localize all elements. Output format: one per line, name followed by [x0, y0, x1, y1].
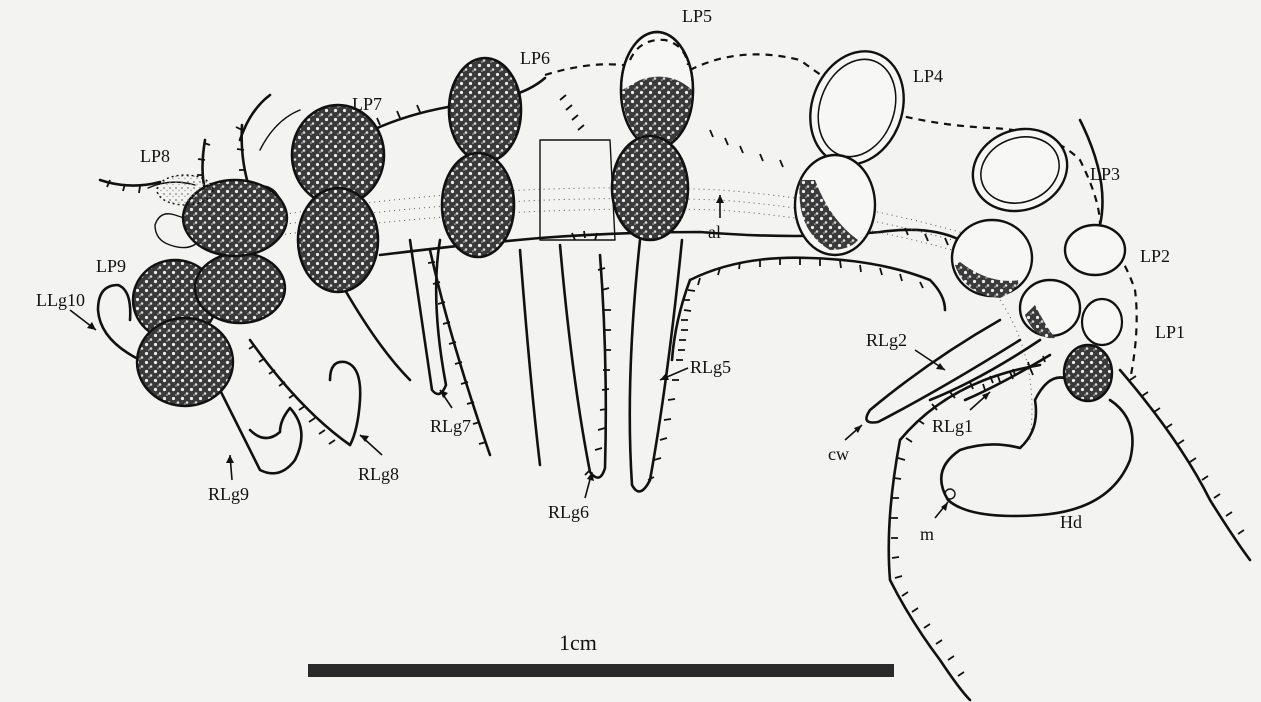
pad-lp6-upper [449, 58, 521, 162]
pad-lp8-small [157, 175, 213, 205]
scale-bar-label: 1cm [559, 630, 597, 655]
pad-lp5-lower [612, 136, 688, 240]
pad-lp9-lower [137, 318, 233, 406]
pad-lp3-upper [961, 116, 1079, 224]
pad-lp2-lower [1020, 280, 1080, 336]
scale-bar: 1cm [308, 630, 894, 677]
label-rlg2: RLg2 [866, 330, 907, 350]
label-cw: cw [828, 444, 849, 464]
pad-lp1-lower [1064, 345, 1112, 401]
pad-lp7-lower [298, 188, 378, 292]
label-rlg7: RLg7 [430, 416, 471, 436]
label-hd: Hd [1060, 512, 1082, 532]
leg-rlg5 [630, 240, 682, 491]
label-lp3: LP3 [1090, 164, 1120, 184]
label-lp4: LP4 [913, 66, 943, 86]
pad-lp2-upper [1065, 225, 1125, 275]
lobopod-pads [133, 32, 1125, 406]
pad-lp6-lower [442, 153, 514, 257]
label-lp2: LP2 [1140, 246, 1170, 266]
pad-lp4-upper [795, 38, 919, 178]
label-rlg5: RLg5 [690, 357, 731, 377]
label-lp7: LP7 [352, 94, 382, 114]
label-rlg9: RLg9 [208, 484, 249, 504]
label-lp6: LP6 [520, 48, 550, 68]
pad-lp9-side [195, 253, 285, 323]
label-al: al [708, 222, 721, 242]
mouth-ring [945, 489, 955, 499]
label-rlg8: RLg8 [358, 464, 399, 484]
scale-bar-line [308, 664, 894, 677]
label-lp8: LP8 [140, 146, 170, 166]
leg-rlg7 [410, 240, 446, 394]
leg-rlg6 [560, 245, 606, 478]
label-m: m [920, 524, 934, 544]
label-lp5: LP5 [682, 6, 712, 26]
label-lp9: LP9 [96, 256, 126, 276]
label-rlg1: RLg1 [932, 416, 973, 436]
label-lp1: LP1 [1155, 322, 1185, 342]
pad-lp1-upper [1082, 299, 1122, 345]
label-rlg6: RLg6 [548, 502, 589, 522]
label-llg10: LLg10 [36, 290, 85, 310]
